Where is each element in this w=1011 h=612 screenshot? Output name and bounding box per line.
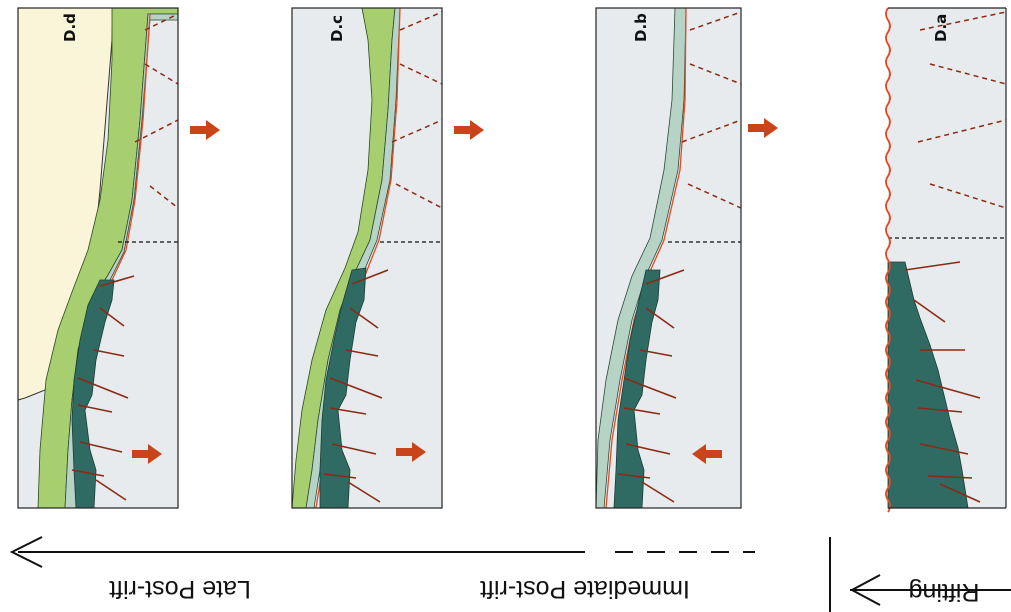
panel-frame	[17, 7, 179, 509]
unconformity-line	[885, 7, 891, 513]
arrow-icon	[396, 442, 426, 462]
arrow-icon	[132, 444, 162, 464]
panel-d-d: D.d	[17, 7, 220, 509]
panel-label: D.c	[328, 15, 346, 42]
panel-d-a: D.a	[885, 7, 1007, 513]
arrow-icon	[454, 120, 484, 140]
arrow-icon	[748, 118, 778, 138]
dashed-faults	[917, 11, 1007, 209]
dashed-faults	[134, 13, 179, 209]
fault-lines	[323, 269, 389, 503]
panel-frame	[595, 7, 742, 509]
fault-lines	[71, 275, 135, 501]
panel-frame	[291, 7, 443, 509]
arrow-icon	[692, 444, 722, 464]
panel-label: D.d	[61, 13, 79, 42]
fault-lines	[617, 269, 685, 503]
synrift-wedges	[71, 279, 115, 509]
arrow-icon	[190, 120, 220, 140]
fault-lines	[904, 261, 981, 503]
dashed-faults	[681, 11, 742, 209]
panel-d-b: D.b	[595, 7, 778, 509]
panel-label: D.a	[932, 14, 950, 42]
phase-label-rifting: Rifting	[909, 578, 980, 606]
phase-label-late-post-rift: Late Post-rift	[109, 575, 251, 603]
panel-label: D.b	[632, 13, 650, 42]
dashed-faults	[391, 11, 443, 209]
arrow-left-icon	[9, 536, 43, 568]
phase-label-immediate-post-rift: Immediate Post-rift	[480, 575, 690, 603]
panel-d-c: D.c	[291, 7, 484, 509]
arrow-left-icon	[849, 574, 881, 606]
timeline	[9, 536, 1011, 612]
